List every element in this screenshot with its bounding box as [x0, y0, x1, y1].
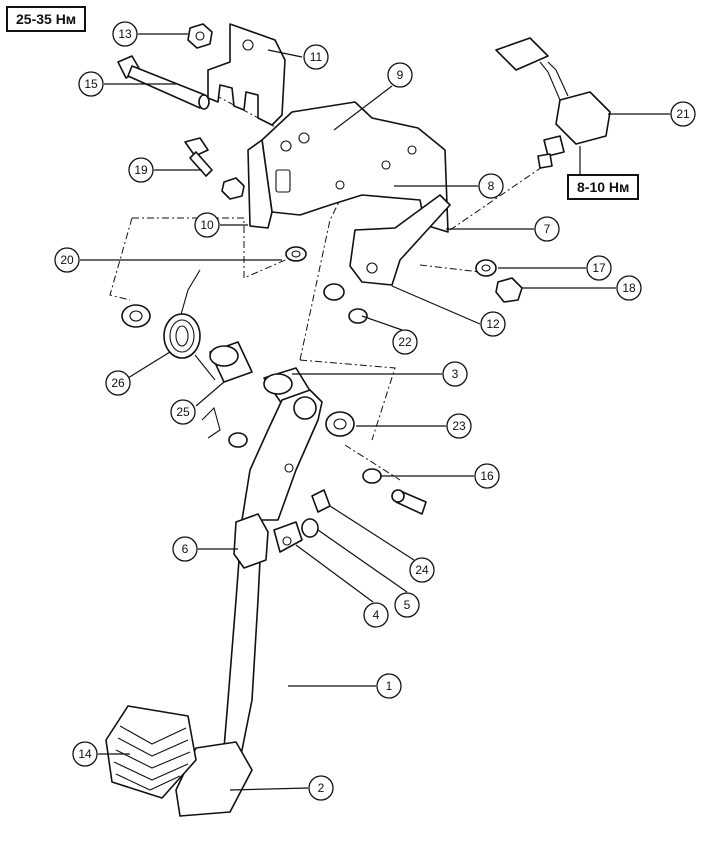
svg-text:20: 20 [60, 253, 74, 267]
part-18-nut [495, 277, 523, 303]
torque-label-switch: 8-10 Нм [567, 174, 640, 200]
callout-4: 4 [363, 602, 389, 628]
svg-text:9: 9 [397, 68, 404, 82]
svg-text:25: 25 [176, 405, 190, 419]
svg-text:23: 23 [452, 419, 466, 433]
part-14-pedal-cover [105, 705, 197, 799]
part-13-nut [187, 23, 213, 49]
part-22-nut [348, 308, 368, 324]
svg-text:15: 15 [84, 77, 98, 91]
svg-text:1: 1 [386, 679, 393, 693]
callout-26: 26 [105, 370, 131, 396]
svg-text:6: 6 [182, 542, 189, 556]
callout-15: 15 [78, 71, 104, 97]
svg-text:8: 8 [488, 179, 495, 193]
svg-text:11: 11 [310, 50, 323, 64]
svg-text:18: 18 [622, 281, 636, 295]
callout-13: 13 [112, 21, 138, 47]
part-20-bushing [121, 304, 151, 328]
callout-2: 2 [308, 775, 334, 801]
part-11-upper-bracket [207, 23, 286, 126]
part-17-washer [475, 259, 497, 277]
callouts: 1 2 3 4 5 6 7 8 9 10 11 12 13 14 15 16 1… [54, 21, 696, 801]
svg-text:4: 4 [373, 608, 380, 622]
part-24-bush [311, 489, 331, 513]
part-15-pivot-bolt [117, 55, 210, 110]
callout-1: 1 [376, 673, 402, 699]
callout-12: 12 [480, 311, 506, 337]
svg-text:16: 16 [480, 469, 494, 483]
svg-text:13: 13 [118, 27, 132, 41]
svg-text:17: 17 [592, 261, 606, 275]
callout-16: 16 [474, 463, 500, 489]
callout-7: 7 [534, 216, 560, 242]
torque-label-top-left: 25-35 Нм [6, 6, 87, 32]
svg-text:5: 5 [404, 598, 411, 612]
part-23-washer [325, 411, 355, 437]
leader-lines [80, 33, 670, 791]
part-26-return-spring [163, 269, 216, 381]
callout-8: 8 [478, 173, 504, 199]
callout-25: 25 [170, 399, 196, 425]
callout-23: 23 [446, 413, 472, 439]
svg-text:10: 10 [200, 218, 214, 232]
part-5-bush [301, 518, 319, 538]
callout-24: 24 [409, 557, 435, 583]
part-12-stopper [323, 283, 345, 301]
svg-text:7: 7 [544, 222, 551, 236]
part-1-pedal-arm [221, 389, 323, 773]
part-6-stop-pad [233, 513, 269, 569]
callout-17: 17 [586, 255, 612, 281]
svg-text:26: 26 [111, 376, 125, 390]
svg-text:24: 24 [415, 563, 429, 577]
svg-text:14: 14 [78, 747, 92, 761]
part-19-bolt [184, 137, 213, 177]
part-16-clevis-pin [362, 468, 427, 515]
svg-text:19: 19 [134, 163, 148, 177]
callout-18: 18 [616, 275, 642, 301]
callout-20: 20 [54, 247, 80, 273]
callout-9: 9 [387, 62, 413, 88]
svg-text:21: 21 [676, 107, 690, 121]
svg-text:3: 3 [452, 367, 459, 381]
part-21-switch [495, 37, 611, 169]
callout-5: 5 [394, 592, 420, 618]
callout-22: 22 [392, 329, 418, 355]
callout-21: 21 [670, 101, 696, 127]
callout-3: 3 [442, 361, 468, 387]
part-25-sleeve [209, 341, 253, 383]
svg-text:22: 22 [398, 335, 412, 349]
callout-6: 6 [172, 536, 198, 562]
svg-text:2: 2 [318, 781, 325, 795]
callout-10: 10 [194, 212, 220, 238]
spring-clip [201, 406, 221, 439]
svg-text:12: 12 [486, 317, 500, 331]
callout-19: 19 [128, 157, 154, 183]
part-10-nut [221, 177, 307, 262]
part-9-main-bracket [247, 101, 451, 286]
callout-11: 11 [303, 44, 329, 70]
callout-14: 14 [72, 741, 98, 767]
